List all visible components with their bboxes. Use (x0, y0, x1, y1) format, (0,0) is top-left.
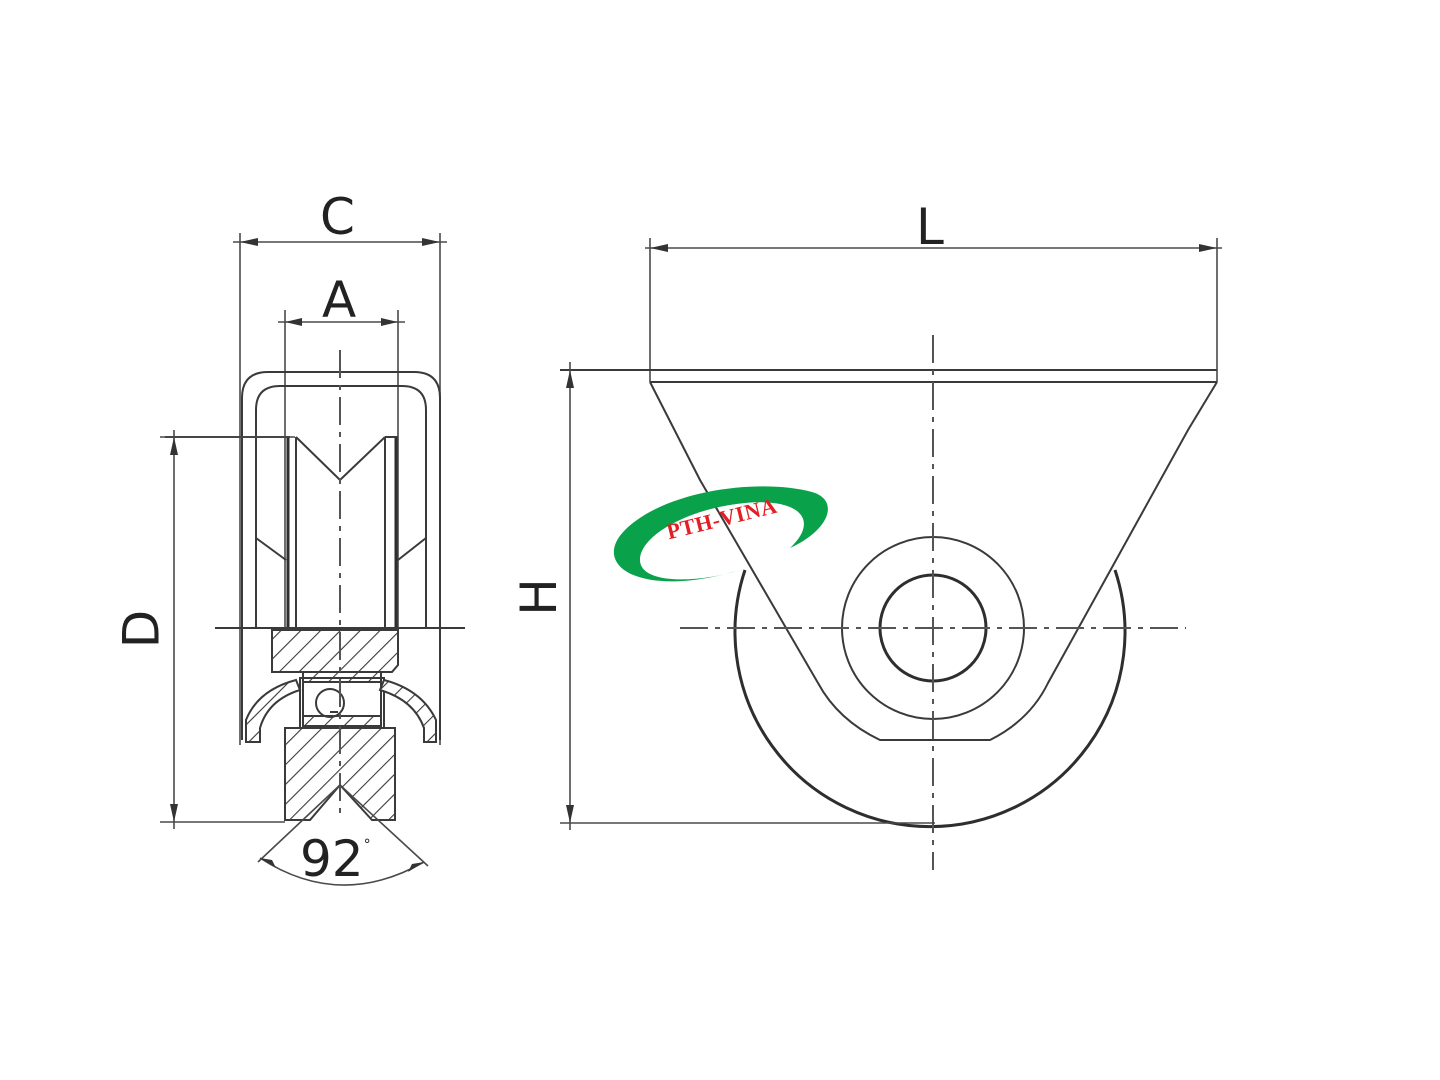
dimension-l (645, 238, 1222, 382)
logo-swoosh (613, 486, 828, 582)
dimension-label-h: H (509, 578, 568, 616)
front-view (560, 238, 1222, 870)
degree-symbol: ° (363, 837, 371, 853)
dimension-label-c: C (320, 188, 355, 246)
groove-angle-value: 92 (300, 830, 364, 888)
dimension-label-d: D (112, 609, 171, 649)
groove-angle-label: 92° (300, 834, 371, 884)
dimension-groove-angle (257, 784, 429, 886)
dimension-h (560, 362, 935, 830)
side-section-view (160, 233, 465, 886)
dimension-label-l: L (916, 198, 944, 256)
dimension-label-a: A (322, 271, 357, 329)
pth-vina-logo (613, 486, 828, 582)
dimension-a (278, 310, 405, 630)
dimension-d (160, 430, 295, 829)
